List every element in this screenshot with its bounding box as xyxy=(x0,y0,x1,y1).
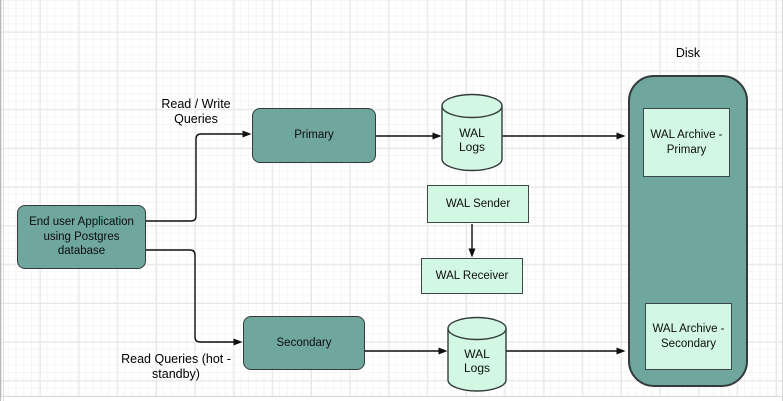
canvas-left-edge xyxy=(0,0,1,401)
node-wal-sender[interactable]: WAL Sender xyxy=(427,185,529,223)
wal-logs-top-cylinder-icon[interactable] xyxy=(441,93,503,173)
secondary-label: Secondary xyxy=(276,336,332,349)
connector-app-to-primary[interactable] xyxy=(146,130,252,222)
node-wal-receiver[interactable]: WAL Receiver xyxy=(421,258,523,294)
wal-sender-label: WAL Sender xyxy=(445,197,511,210)
node-wal-archive-secondary[interactable]: WAL Archive - Secondary xyxy=(645,303,732,370)
wal-logs-top-label: WAL Logs xyxy=(458,126,486,155)
connector-app-to-secondary[interactable] xyxy=(146,249,243,346)
wal-receiver-label: WAL Receiver xyxy=(435,269,509,282)
node-secondary[interactable]: Secondary xyxy=(243,316,365,370)
end-user-application-label: End user Application using Postgres data… xyxy=(29,215,134,258)
primary-label: Primary xyxy=(294,129,334,142)
node-primary[interactable]: Primary xyxy=(252,108,376,163)
read-write-queries-label[interactable]: Read / Write Queries xyxy=(161,97,231,126)
canvas-left-edge-inner xyxy=(3,0,4,401)
read-queries-hot-standby-label[interactable]: Read Queries (hot - standby) xyxy=(121,352,231,381)
wal-logs-bottom-cylinder-icon[interactable] xyxy=(447,316,507,393)
wal-archive-primary-label: WAL Archive - Primary xyxy=(650,128,723,156)
wal-logs-bottom-label: WAL Logs xyxy=(463,347,491,376)
wal-archive-secondary-label: WAL Archive - Secondary xyxy=(652,322,725,350)
node-end-user-application[interactable]: End user Application using Postgres data… xyxy=(17,205,146,269)
disk-label[interactable]: Disk xyxy=(675,46,701,60)
node-wal-archive-primary[interactable]: WAL Archive - Primary xyxy=(643,108,730,177)
